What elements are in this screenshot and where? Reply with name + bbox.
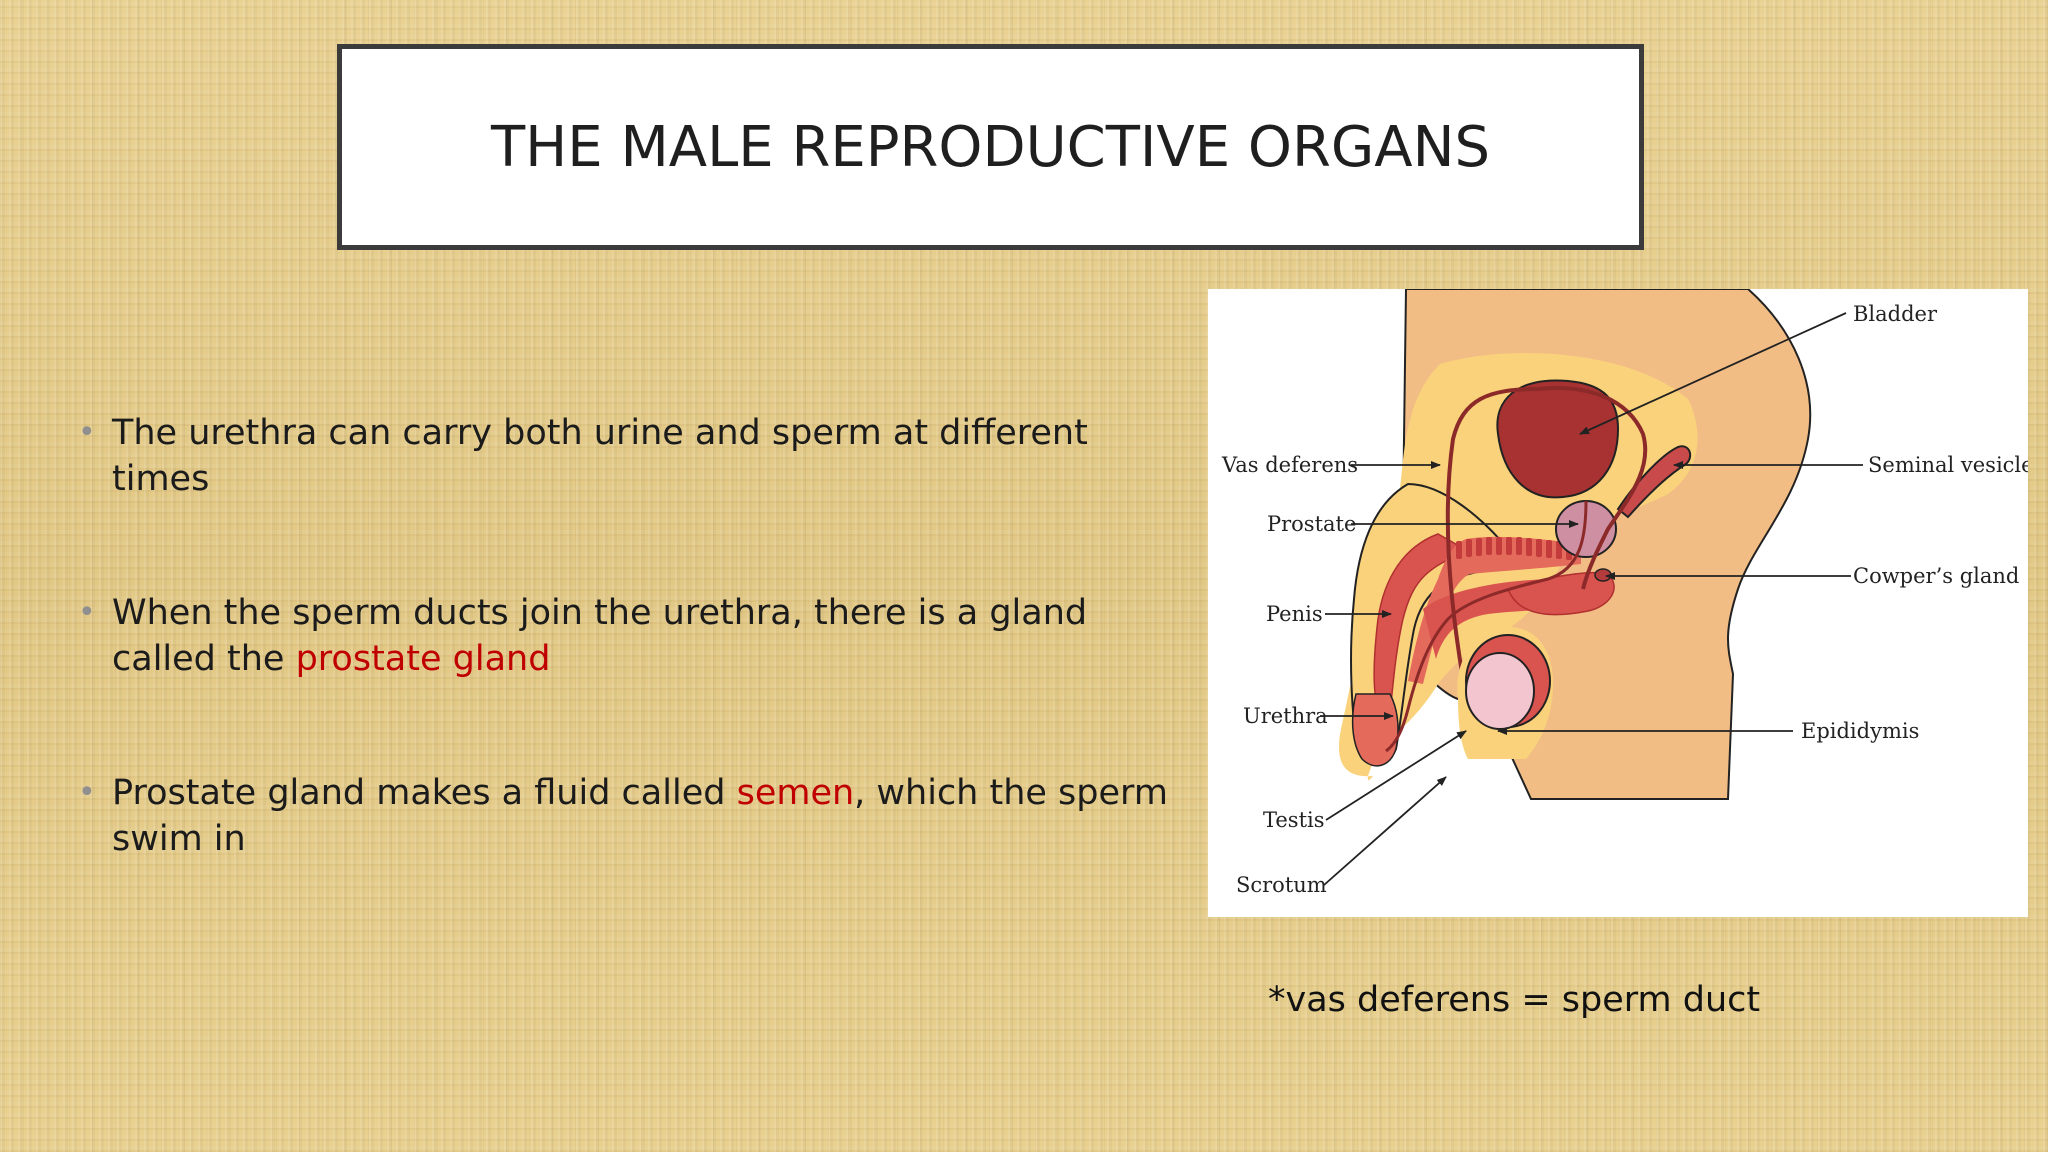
highlight-semen: semen <box>736 773 855 813</box>
bullet-item: • When the sperm ducts join the urethra,… <box>78 590 1168 682</box>
label-penis: Penis <box>1266 602 1323 626</box>
label-scrotum: Scrotum <box>1236 873 1327 897</box>
footnote: *vas deferens = sperm duct <box>1268 980 1761 1020</box>
label-arrows <box>1320 312 1863 886</box>
bullet-item: • Prostate gland makes a fluid called se… <box>78 770 1168 862</box>
label-testis: Testis <box>1263 808 1325 832</box>
label-bladder: Bladder <box>1853 302 1938 326</box>
label-epididymis: Epididymis <box>1801 719 1919 743</box>
bladder-shape <box>1496 379 1620 499</box>
seminal-vesicle-shape <box>1616 445 1692 519</box>
urethra-duct <box>1385 500 1588 753</box>
bullet-dot-icon: • <box>78 595 96 630</box>
bullet-text: Prostate gland makes a fluid called <box>112 773 737 813</box>
bullet-text-after: , which the sperm swim in <box>112 773 1168 859</box>
bullet-dot-icon: • <box>78 415 96 450</box>
anatomy-diagram-svg: Bladder Vas deferens Seminal vesicle Pro… <box>1221 289 2028 897</box>
bullet-list: • The urethra can carry both urine and s… <box>78 410 1168 862</box>
glans <box>1351 693 1399 767</box>
bullet-item: • The urethra can carry both urine and s… <box>78 410 1168 502</box>
testis-shape <box>1465 652 1535 730</box>
label-prostate: Prostate <box>1267 512 1356 536</box>
title-box: THE MALE REPRODUCTIVE ORGANS <box>337 44 1644 250</box>
cowpers-gland-shape <box>1594 568 1612 582</box>
penile-tissue-stripes <box>1456 537 1572 560</box>
slide-title: THE MALE REPRODUCTIVE ORGANS <box>490 114 1491 180</box>
label-seminal-vesicle: Seminal vesicle <box>1868 453 2028 477</box>
vas-deferens-duct <box>1445 386 1648 680</box>
label-vas-deferens: Vas deferens <box>1221 453 1358 477</box>
anatomy-diagram: Bladder Vas deferens Seminal vesicle Pro… <box>1208 289 2028 917</box>
bullet-text: When the sperm ducts join the urethra, t… <box>112 593 1088 679</box>
label-cowpers-gland: Cowper’s gland <box>1853 564 2019 588</box>
highlight-prostate-gland: prostate gland <box>295 639 551 679</box>
label-urethra: Urethra <box>1243 704 1328 728</box>
bullet-text: The urethra can carry both urine and spe… <box>112 413 1088 499</box>
bullet-dot-icon: • <box>78 775 96 810</box>
